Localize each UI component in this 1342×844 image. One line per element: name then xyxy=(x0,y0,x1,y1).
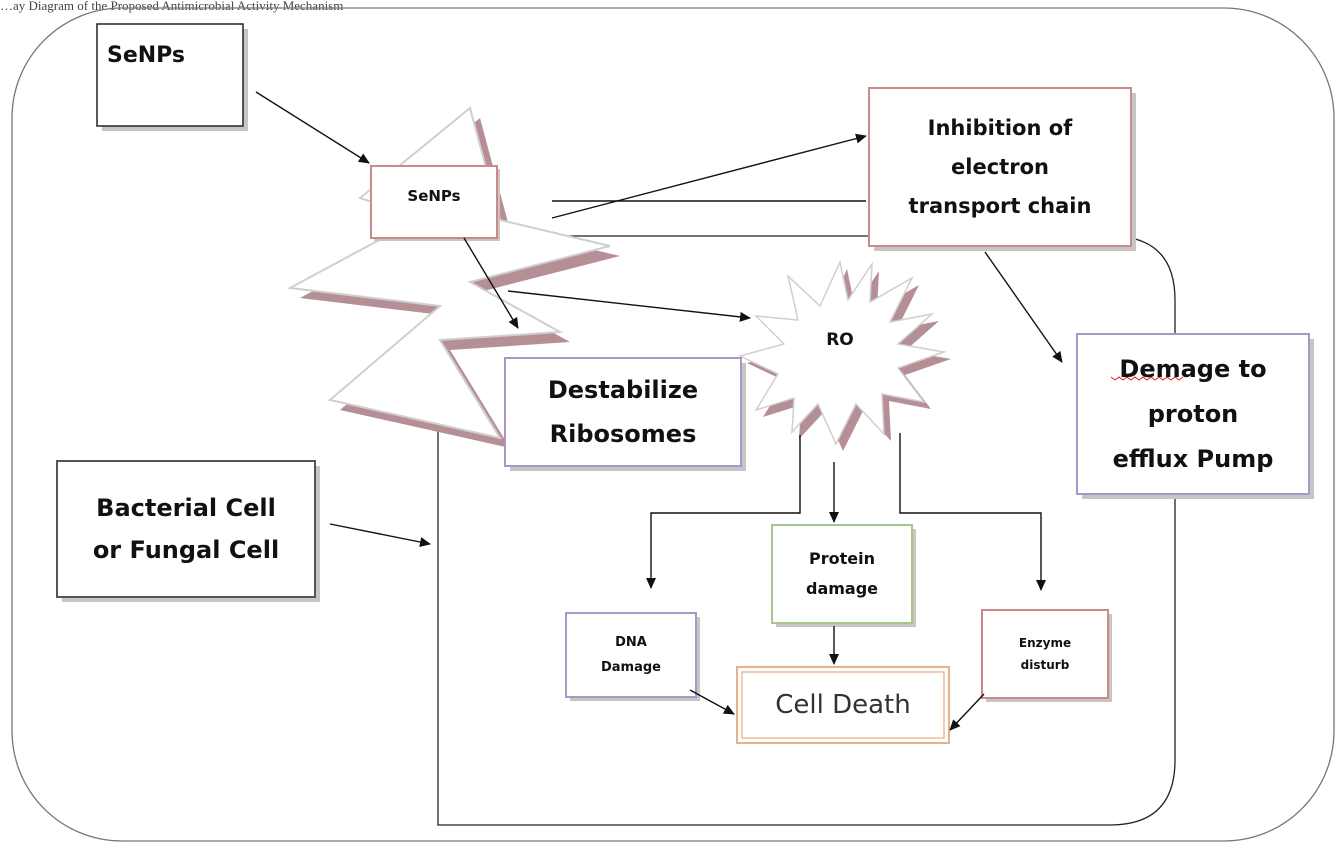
outer-frame xyxy=(11,7,1335,842)
inhibition-line-1: Inhibition of xyxy=(927,115,1073,140)
protein-label: Protein damage xyxy=(772,525,912,623)
arrow-senps-outer-to-inner xyxy=(255,91,370,164)
dna-line-2: Damage xyxy=(600,660,661,675)
inhibition-label: Inhibition of electron transport chain xyxy=(869,88,1131,246)
arrow-ro-to-dna xyxy=(646,435,801,589)
arrow-senps-to-destabilize xyxy=(463,237,519,329)
arrow-enzyme-to-celldeath xyxy=(949,693,985,731)
arrow-dna-to-celldeath xyxy=(689,689,735,715)
spellcheck-underline xyxy=(1110,376,1184,381)
demage-line-3: efflux Pump xyxy=(1112,444,1274,473)
ro-starburst xyxy=(737,259,951,451)
dna-line-1: DNA xyxy=(615,635,647,650)
arrow-inhibition-to-demage xyxy=(984,251,1063,363)
bacterial-line-1: Bacterial Cell xyxy=(96,494,276,522)
arrow-bacterial-to-cell xyxy=(329,523,431,547)
demage-line-1: Demage to xyxy=(1119,354,1267,383)
enzyme-line-2: disturb xyxy=(1020,658,1070,672)
inhibition-line-3: transport chain xyxy=(908,193,1092,218)
dna-label: DNA Damage xyxy=(566,613,696,697)
protein-line-1: Protein xyxy=(809,549,875,568)
bacterial-line-2: or Fungal Cell xyxy=(92,536,280,564)
inhibition-line-2: electron xyxy=(951,154,1049,179)
arrow-senps-to-inhibition xyxy=(551,133,867,219)
page-header-text: …ay Diagram of the Proposed Antimicrobia… xyxy=(0,0,344,13)
enzyme-line-1: Enzyme xyxy=(1018,636,1072,650)
destabilize-line-1: Destabilize xyxy=(547,376,699,404)
senps-outer-label: SeNPs xyxy=(107,42,186,68)
enzyme-label: Enzyme disturb xyxy=(982,610,1108,698)
ro-label: RO xyxy=(826,330,854,350)
cell-death-label: Cell Death xyxy=(775,690,911,720)
box-borders xyxy=(56,23,1310,744)
arrow-ro-to-enzyme xyxy=(899,433,1046,591)
connectors xyxy=(255,91,1063,731)
demage-label: Demage to proton efflux Pump xyxy=(1077,334,1309,494)
senps-inner-label: SeNPs xyxy=(407,187,461,205)
protein-line-2: damage xyxy=(805,579,879,598)
destabilize-label: Destabilize Ribosomes xyxy=(505,358,741,466)
destabilize-line-2: Ribosomes xyxy=(549,420,697,448)
bacterial-label: Bacterial Cell or Fungal Cell xyxy=(57,461,315,597)
demage-line-2: proton xyxy=(1147,399,1239,428)
arrow-senps-to-ro xyxy=(507,290,751,322)
